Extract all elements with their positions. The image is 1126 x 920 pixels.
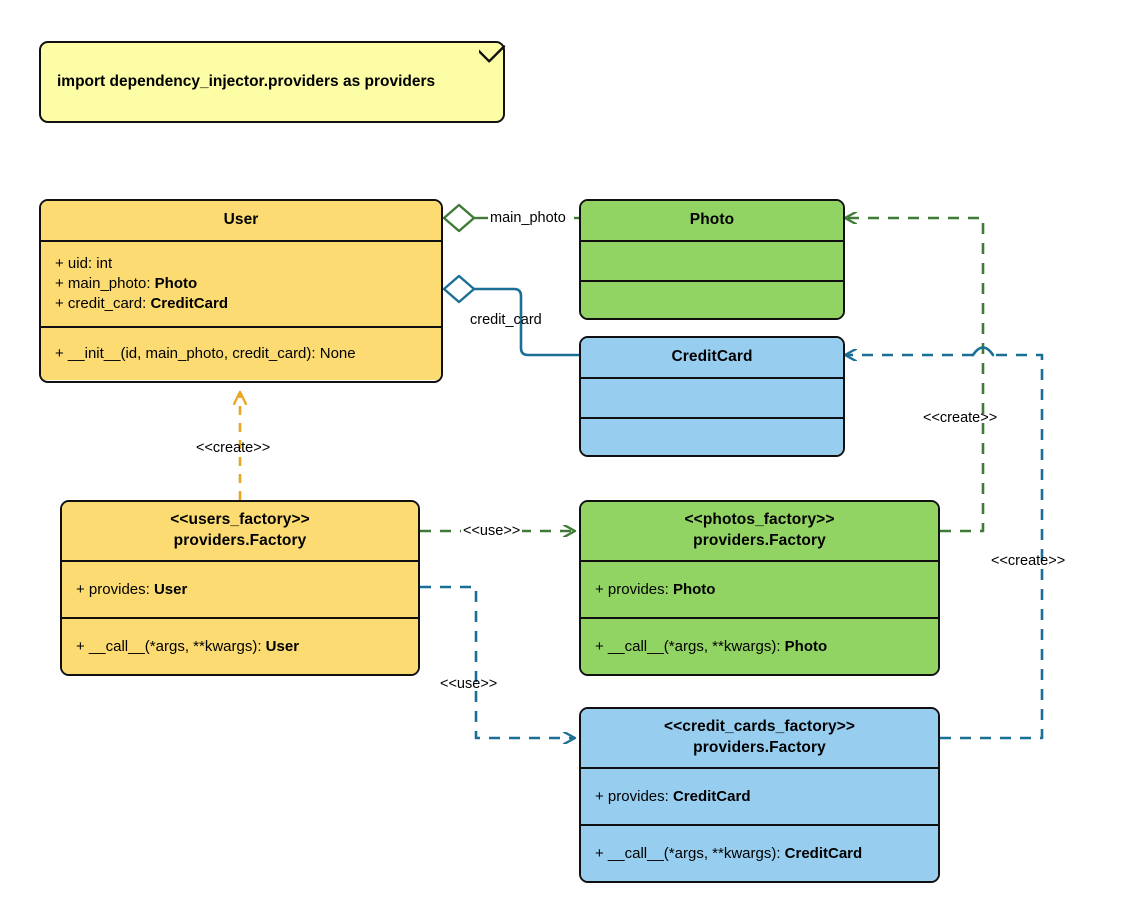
edge-credit-card [442,274,582,357]
method-row: + __call__(*args, **kwargs): CreditCard [595,844,863,862]
photos-factory-attributes: + provides: Photo [581,562,938,619]
edge-label-use-credit-cards: <<use>> [440,676,498,692]
attribute-row: + credit_card: CreditCard [55,294,228,312]
note-import: import dependency_injector.providers as … [39,41,505,123]
class-box-users-factory[interactable]: <<users_factory>> providers.Factory + pr… [60,500,420,676]
attribute-row: + provides: Photo [595,580,716,598]
users-factory-header: <<users_factory>> providers.Factory [62,502,418,562]
credit-cards-factory-methods: + __call__(*args, **kwargs): CreditCard [581,826,938,881]
method-row: + __call__(*args, **kwargs): User [76,637,300,655]
method-row: + __call__(*args, **kwargs): Photo [595,637,828,655]
photos-factory-name: providers.Factory [693,532,826,549]
class-creditcard-attributes [581,379,843,419]
edge-label-create-user: <<create>> [196,440,271,456]
edge-create-credit-card [845,346,1044,740]
class-user-header: User [41,201,441,242]
edge-label-credit-card: credit_card [470,312,542,328]
class-box-photo[interactable]: Photo [579,199,845,320]
class-photo-attributes [581,242,843,282]
credit-cards-factory-name: providers.Factory [693,739,826,756]
attribute-row: + main_photo: Photo [55,275,198,293]
attribute-row: + uid: int [55,255,113,273]
users-factory-stereotype: <<users_factory>> [170,511,310,529]
class-user-name: User [223,211,259,229]
class-box-creditcard[interactable]: CreditCard [579,336,845,457]
class-creditcard-header: CreditCard [581,338,843,379]
attribute-row: + provides: CreditCard [595,787,751,805]
photos-factory-stereotype: <<photos_factory>> [684,511,835,529]
edge-label-create-credit-card: <<create>> [991,553,1066,569]
photos-factory-methods: + __call__(*args, **kwargs): Photo [581,619,938,674]
users-factory-name: providers.Factory [173,532,307,549]
note-text: import dependency_injector.providers as … [57,73,436,90]
class-photo-methods [581,282,843,318]
class-user-attributes: + uid: int + main_photo: Photo + credit_… [41,242,441,328]
attribute-row: + provides: User [76,580,188,598]
class-box-photos-factory[interactable]: <<photos_factory>> providers.Factory + p… [579,500,940,676]
edge-label-create-photo: <<create>> [923,410,998,426]
class-box-user[interactable]: User + uid: int + main_photo: Photo + cr… [39,199,443,383]
credit-cards-factory-attributes: + provides: CreditCard [581,769,938,826]
photos-factory-header: <<photos_factory>> providers.Factory [581,502,938,562]
class-creditcard-name: CreditCard [671,348,753,366]
class-box-credit-cards-factory[interactable]: <<credit_cards_factory>> providers.Facto… [579,707,940,883]
method-row: + __init__(id, main_photo, credit_card):… [55,345,356,363]
users-factory-methods: + __call__(*args, **kwargs): User [62,619,418,674]
edge-use-credit-cards [420,585,575,738]
class-photo-header: Photo [581,201,843,242]
class-creditcard-methods [581,419,843,455]
class-photo-name: Photo [689,211,735,229]
edge-label-main-photo: main_photo [488,210,568,226]
credit-cards-factory-stereotype: <<credit_cards_factory>> [663,718,856,736]
credit-cards-factory-header: <<credit_cards_factory>> providers.Facto… [581,709,938,769]
edge-create-photo [845,218,985,533]
edge-label-use-photos: <<use>> [461,523,523,539]
class-user-methods: + __init__(id, main_photo, credit_card):… [41,328,441,380]
users-factory-attributes: + provides: User [62,562,418,619]
